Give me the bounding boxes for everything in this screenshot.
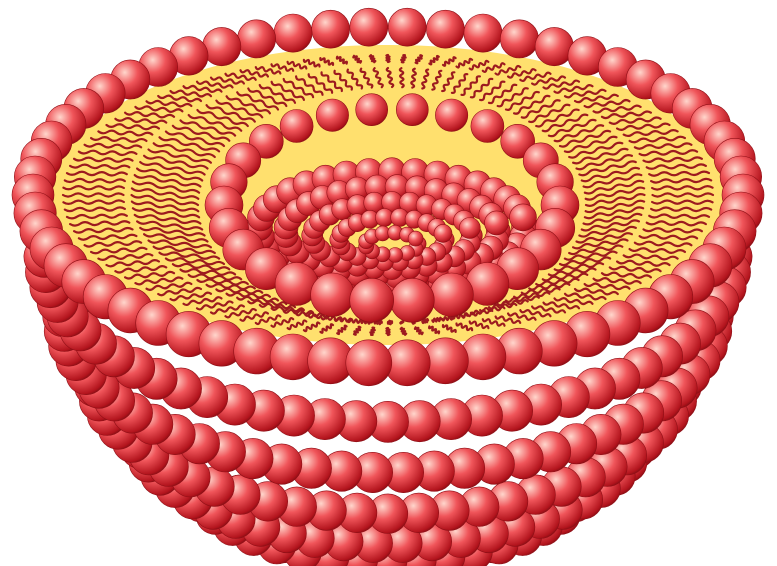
rim-head	[426, 10, 464, 48]
inner-ring-head	[350, 278, 394, 322]
lipid-tail	[400, 321, 403, 323]
rim-head	[350, 8, 388, 46]
inner-ring-head	[435, 99, 467, 131]
inner-ring-head	[390, 278, 434, 322]
inner-leaflet-head	[485, 211, 509, 235]
inner-leaflet-head	[408, 231, 423, 246]
inner-leaflet-head	[434, 224, 452, 242]
lipid-tail	[432, 318, 441, 322]
inner-ring-head	[280, 110, 313, 143]
lipid-tail	[400, 68, 404, 87]
rim-head	[238, 20, 276, 58]
rim-head	[535, 27, 573, 65]
inner-leaflet-head	[510, 204, 537, 231]
inner-ring-head	[316, 99, 348, 131]
inner-ring-head	[396, 94, 428, 126]
rim-head	[346, 340, 392, 386]
rim-head	[312, 10, 350, 48]
lipid-tail	[386, 328, 389, 335]
inner-ring-head	[430, 273, 474, 317]
inner-ring-head	[356, 94, 388, 126]
rim-head	[388, 8, 426, 46]
rim-head	[203, 27, 241, 65]
rim-head	[274, 14, 312, 52]
lipid-tail	[388, 321, 392, 325]
lipid-tail	[386, 55, 389, 62]
rim-head	[500, 20, 538, 58]
inner-ring-head	[471, 110, 504, 143]
inner-ring-head	[311, 273, 355, 317]
rim-head	[464, 14, 502, 52]
lipid-tail	[296, 312, 322, 316]
inner-leaflet-head	[459, 218, 480, 239]
